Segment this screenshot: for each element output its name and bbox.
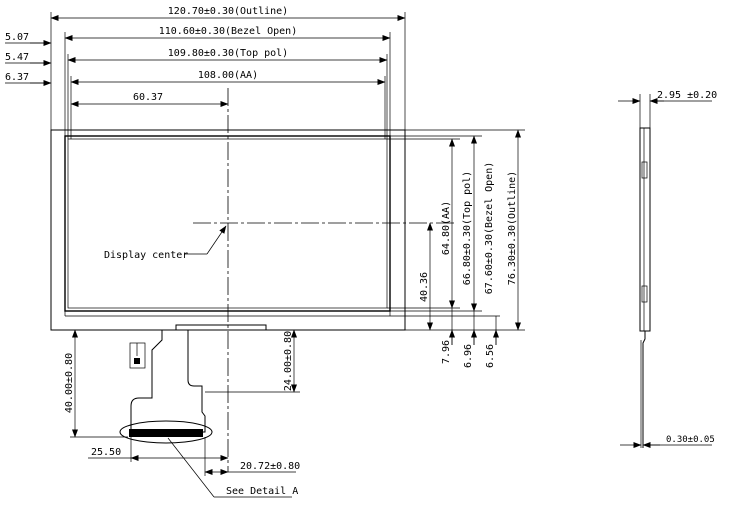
bottom-offset-6-96: 6.96 — [463, 344, 474, 368]
bezel-width-label: 110.60±0.30(Bezel Open) — [159, 26, 297, 37]
bottom-offset-6-56: 6.56 — [485, 344, 496, 368]
side-module-body — [639, 127, 651, 332]
display-center-label: Display center — [104, 250, 188, 261]
side-fpc — [642, 331, 646, 448]
left-offset-6-37: 6.37 — [5, 72, 29, 83]
see-detail-a-label: See Detail A — [226, 486, 298, 497]
front-view: 120.70±0.30(Outline) 110.60±0.30(Bezel O… — [5, 6, 525, 498]
fpc-mid-length-label: 24.00±0.80 — [283, 331, 294, 391]
fpc-contacts — [129, 429, 203, 437]
fpc-left-label: 25.50 — [91, 447, 121, 458]
aa-width-label: 108.00(AA) — [198, 70, 258, 81]
bezel-opening — [64, 135, 391, 312]
fpc-bond-area — [175, 324, 267, 330]
outline-height-label: 76.30±0.30(Outline) — [507, 171, 518, 285]
left-offset-5-07: 5.07 — [5, 32, 29, 43]
fpc-component — [129, 342, 146, 369]
fpc-length-label: 40.00±0.80 — [64, 353, 75, 413]
aa-height-label: 64.80(AA) — [441, 201, 452, 255]
fpc-thickness-label: 0.30±0.05 — [666, 435, 715, 445]
fpc-cable — [130, 330, 206, 433]
center-x-label: 60.37 — [133, 92, 163, 103]
outline-width-label: 120.70±0.30(Outline) — [168, 6, 288, 17]
center-y-label: 40.36 — [419, 272, 430, 302]
top-polarizer — [67, 138, 388, 309]
side-thickness-label: 2.95 ±0.20 — [657, 90, 717, 101]
bezel-height-label: 67.60±0.30(Bezel Open) — [484, 162, 495, 294]
detail-a-callout — [119, 420, 213, 444]
top-pol-height-label: 66.80±0.30(Top pol) — [462, 171, 473, 285]
side-view: 2.95 ±0.20 0.30±0.05 — [618, 90, 717, 448]
left-offset-5-47: 5.47 — [5, 52, 29, 63]
bottom-offset-7-96: 7.96 — [441, 340, 452, 364]
fpc-right-label: 20.72±0.80 — [240, 461, 300, 472]
top-pol-width-label: 109.80±0.30(Top pol) — [168, 48, 288, 59]
